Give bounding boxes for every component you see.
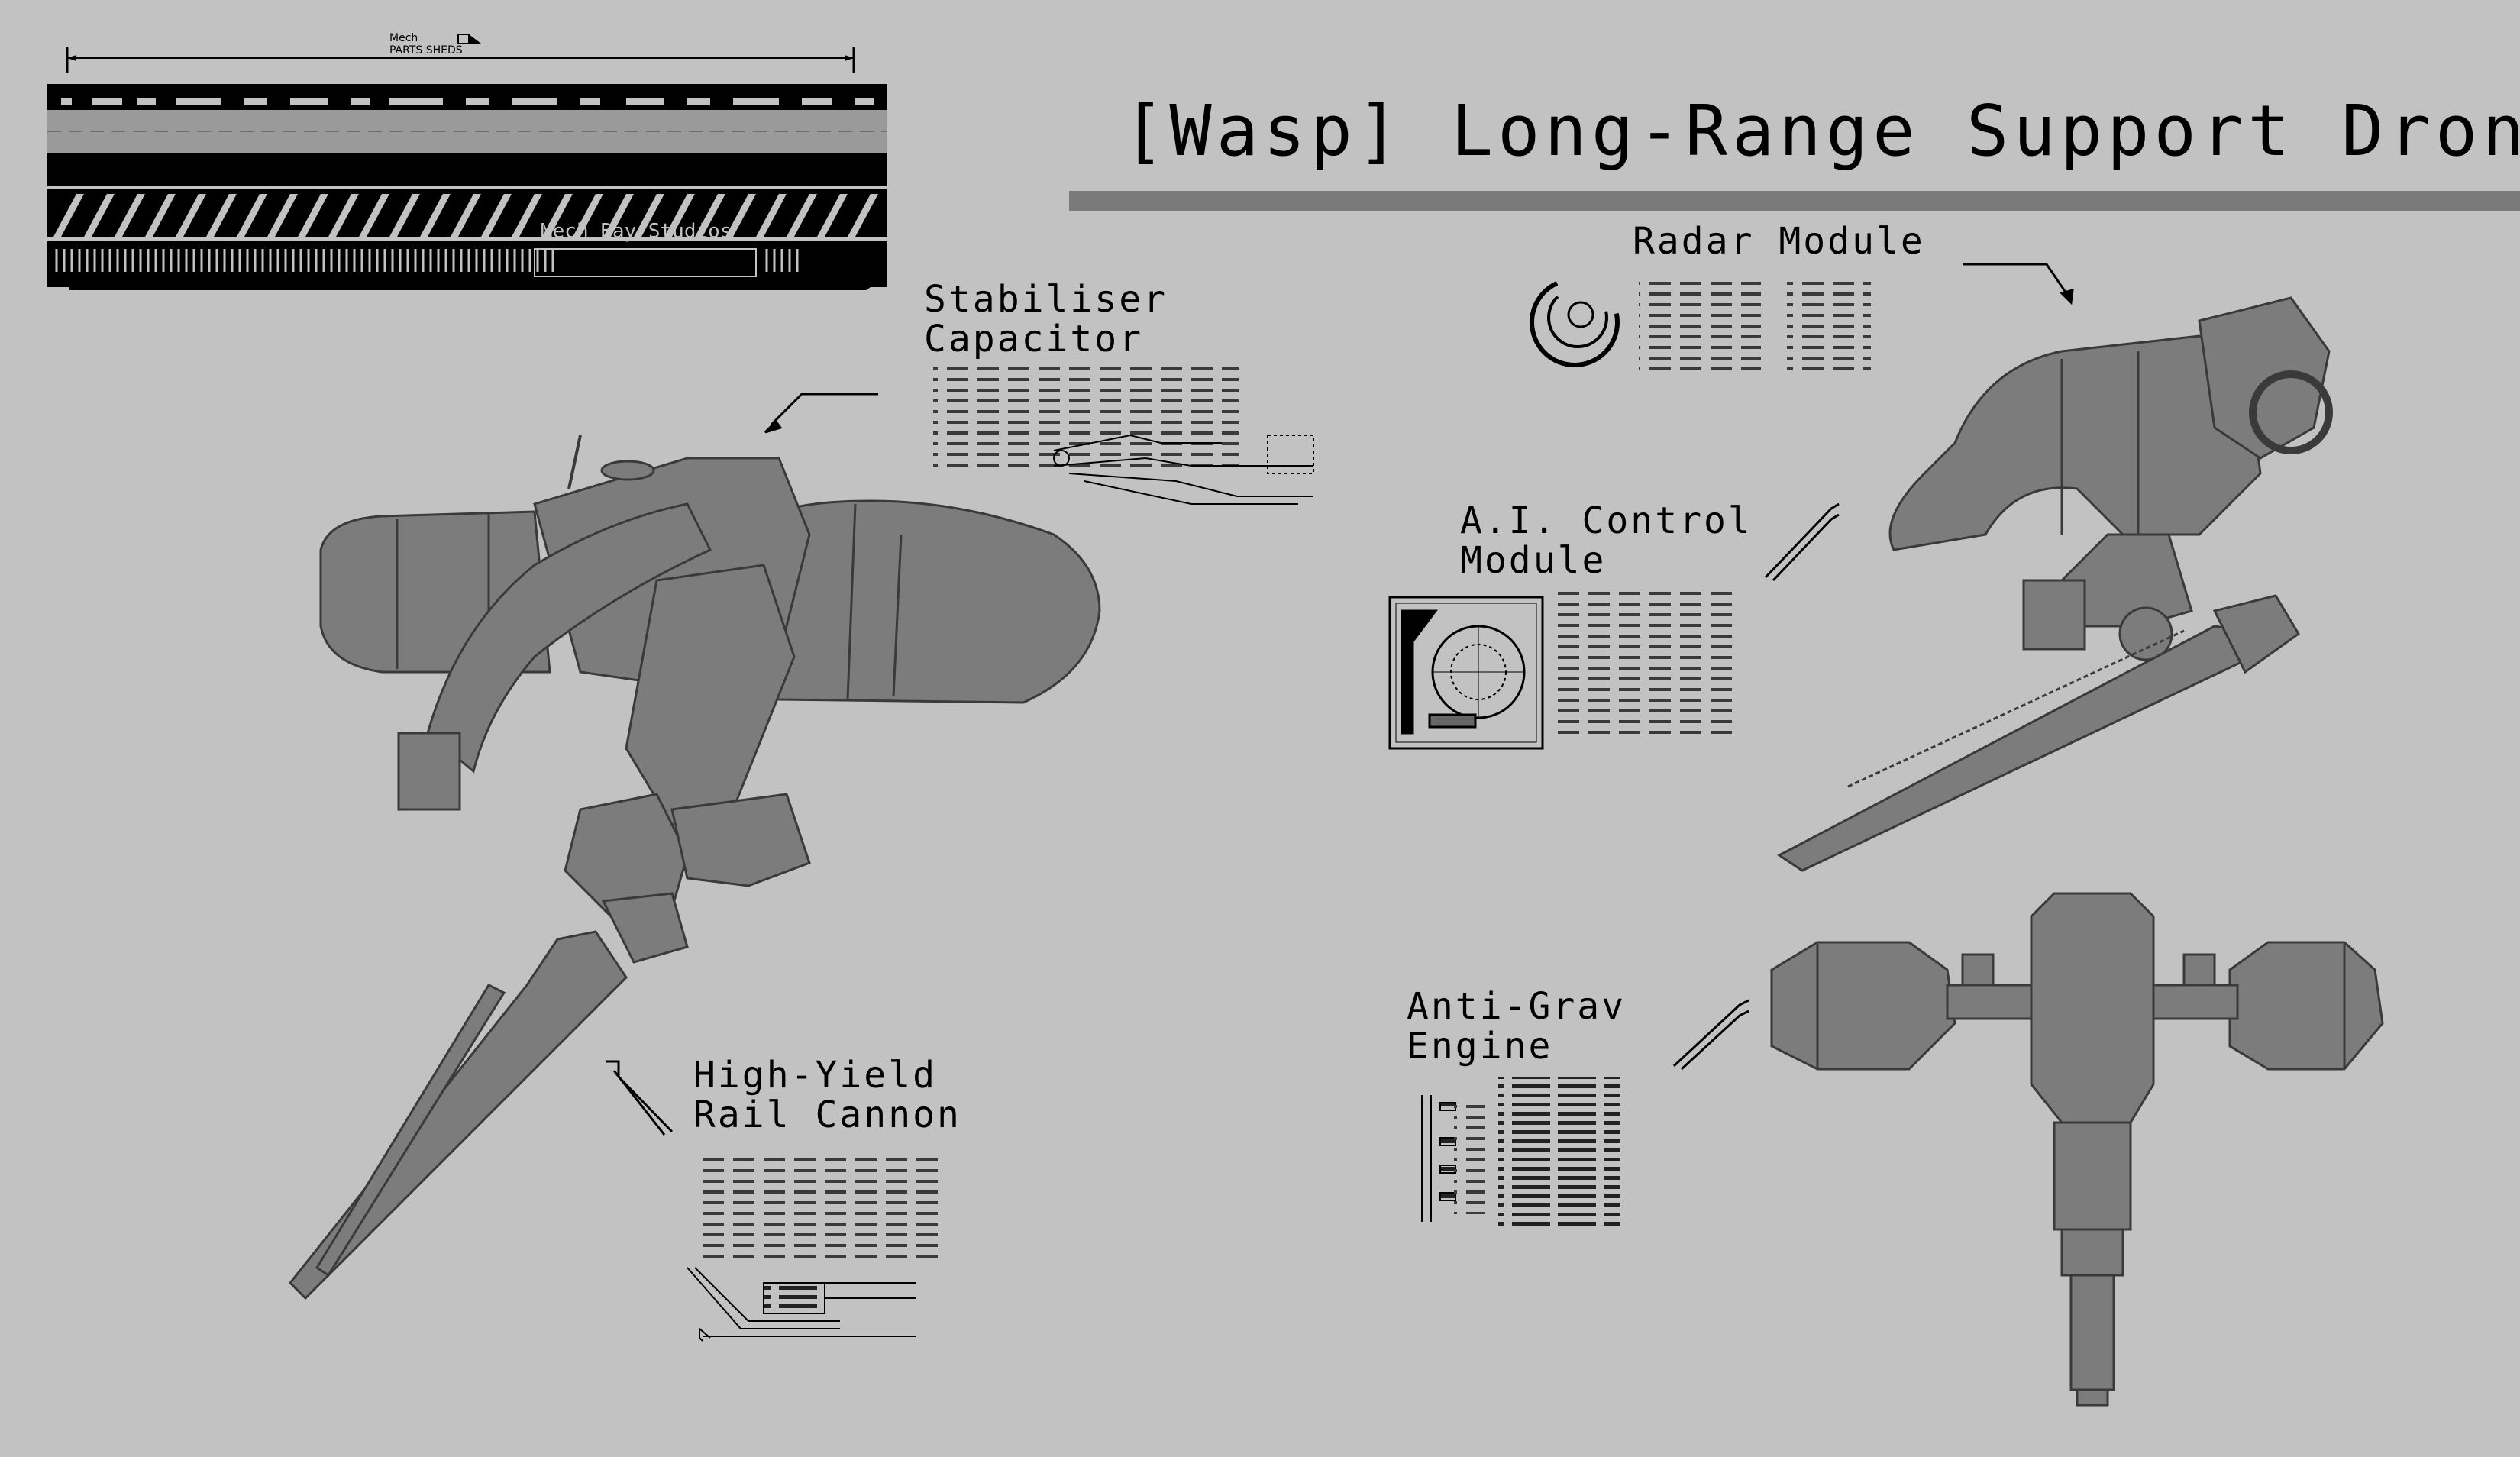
ruler-icon <box>47 34 887 290</box>
radar-spec-text <box>1639 278 1761 370</box>
circuit-schematic-icon <box>1053 434 1314 505</box>
label-radar-module: Radar Module <box>1633 220 1925 263</box>
label-ai-control-module: A.I. Control Module <box>1460 499 1753 582</box>
label-rail-cannon: High-Yield Rail Cannon <box>693 1054 961 1136</box>
drone-side-view <box>1777 296 2333 872</box>
radar-spec-values <box>1787 278 1871 370</box>
label-anti-grav-engine: Anti-Grav Engine <box>1407 985 1627 1068</box>
studio-logo: Mech PARTS SHEDS Mech Bay Studios <box>46 31 893 290</box>
engine-readout-values <box>1454 1100 1485 1214</box>
drone-main-view <box>288 435 1101 1300</box>
ai-module-schematic-icon <box>1388 596 1544 750</box>
drone-top-view <box>1770 892 2384 1407</box>
page-title: [Wasp] Long-Range Support Drone <box>1123 90 2520 172</box>
rail-spec-text <box>693 1153 945 1260</box>
logo-top-text: Mech <box>389 32 418 44</box>
leader-lines <box>606 263 2074 1136</box>
title-underline <box>1069 191 2520 211</box>
stabiliser-spec-text <box>933 367 1239 473</box>
label-stabiliser-capacitor: Stabiliser Capacitor <box>924 278 1168 360</box>
radar-dish-icon <box>1530 277 1620 367</box>
studio-name: Mech Bay Studios <box>541 220 732 243</box>
ai-spec-text <box>1555 588 1738 741</box>
engine-readout-icon <box>1421 1095 1456 1222</box>
engine-spec-text <box>1498 1077 1620 1229</box>
rail-schematic-icon <box>687 1267 916 1342</box>
logo-sub-text: PARTS SHEDS <box>389 44 463 57</box>
